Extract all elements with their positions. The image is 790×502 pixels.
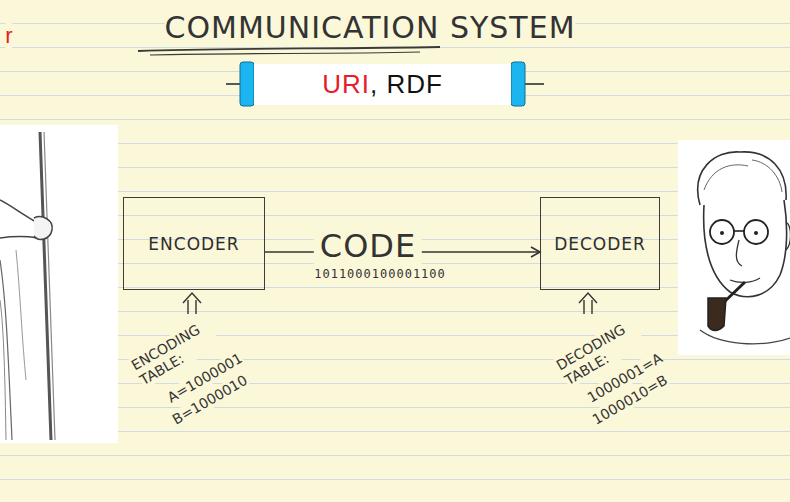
- diagram-title: COMMUNICATION SYSTEM: [164, 10, 575, 46]
- note-label: r: [5, 23, 12, 49]
- text-line: URI, RDF: [322, 69, 443, 100]
- node-text: , RDF: [370, 69, 443, 99]
- uri-rdf-band: URI, RDF: [254, 64, 511, 105]
- text-line: ENCODER: [148, 234, 239, 254]
- title-underline: [150, 52, 420, 55]
- edge-label: CODE: [314, 227, 422, 265]
- left-bracket: [240, 62, 254, 106]
- man-with-staff-picture: [0, 125, 118, 443]
- up-arrow: [579, 293, 597, 314]
- decoder-box: DECODER: [540, 197, 660, 290]
- note-label: 1011000100001100: [314, 267, 446, 281]
- up-arrow: [183, 293, 201, 314]
- encoder-box: ENCODER: [123, 197, 265, 290]
- title-underline: [138, 47, 440, 51]
- node-text: ENCODER: [148, 234, 239, 254]
- text-line: DECODER: [554, 234, 646, 254]
- right-bracket: [511, 62, 525, 106]
- node-text: DECODER: [554, 234, 646, 254]
- pipe-smoker-caricature: [678, 140, 790, 355]
- node-text: URI: [322, 69, 370, 99]
